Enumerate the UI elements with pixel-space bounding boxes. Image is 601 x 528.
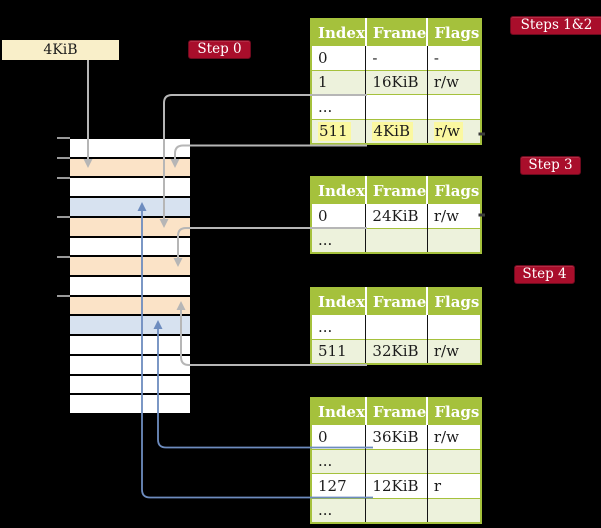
table-cell: ... <box>311 94 366 119</box>
table-header-cell: Flags <box>426 398 482 425</box>
memory-row-8-white <box>70 276 190 295</box>
table-row: 0-- <box>311 45 482 70</box>
table-header-cell: Index <box>311 177 366 204</box>
table-cell <box>426 448 482 474</box>
table-row: ... <box>311 497 482 523</box>
memory-row-13-white <box>70 375 190 394</box>
table-cell <box>426 497 482 523</box>
memory-tick <box>57 216 70 219</box>
table-row: ... <box>311 314 482 339</box>
table-cell: 16KiB <box>365 69 428 95</box>
table-header-cell: Frame <box>364 398 428 425</box>
table-header-cell: Index <box>311 19 366 46</box>
memory-row-2-orange <box>70 158 190 177</box>
table-cell: 0 <box>311 45 366 70</box>
badge-step-3: Step 3 <box>520 156 581 175</box>
table-cell: 32KiB <box>365 338 428 364</box>
table-header-cell: Frame <box>364 177 428 204</box>
table-cell <box>365 94 428 119</box>
badge-step-0: Step 0 <box>188 40 251 59</box>
memory-tick <box>57 157 70 160</box>
table-header-cell: Index <box>311 398 366 425</box>
table-row: ... <box>311 94 482 119</box>
badge-step-4: Step 4 <box>514 265 575 284</box>
table-row: ... <box>311 448 482 474</box>
table-cell: ... <box>311 448 366 474</box>
table-cell: 0 <box>311 203 366 228</box>
memory-row-4-blue <box>70 198 190 216</box>
memory-row-11-white <box>70 336 190 354</box>
table-cell: r/w <box>426 118 482 144</box>
arrow-l4-entry511-recursive <box>174 144 367 159</box>
table-cell <box>365 497 428 523</box>
memory-tick <box>57 177 70 179</box>
table-cell: 1 <box>311 69 366 95</box>
table-cell <box>365 314 428 339</box>
memory-row-7-orange <box>70 257 190 276</box>
table-cell: 511 <box>311 338 366 364</box>
table-cell: 511 <box>311 118 366 144</box>
table-header-cell: Frame <box>364 19 428 46</box>
memory-row-3-white <box>70 178 190 197</box>
memory-tick <box>57 255 70 258</box>
memory-row-1-white <box>70 138 190 157</box>
table-header-cell: Flags <box>426 19 482 46</box>
physical-memory-column <box>70 138 190 414</box>
badge-steps-1-2: Steps 1&2 <box>510 16 601 35</box>
table-header-cell: Frame <box>364 288 428 315</box>
table-cell: r/w <box>426 203 482 228</box>
memory-row-10-blue <box>70 316 190 335</box>
table-cell <box>426 314 482 339</box>
table-cell: 24KiB <box>365 203 428 228</box>
memory-row-14-white <box>70 395 190 414</box>
memory-row-12-white <box>70 355 190 374</box>
memory-tick <box>57 295 70 298</box>
table-cell <box>426 227 482 253</box>
table-cell: ... <box>311 314 366 339</box>
table-header-cell: Flags <box>426 177 482 204</box>
table-cell: 36KiB <box>365 424 428 449</box>
table-cell: 0 <box>311 424 366 449</box>
table-header-cell: Flags <box>426 288 482 315</box>
table-cell: ... <box>311 227 366 253</box>
cr3-frame-label: 4KiB <box>43 42 78 58</box>
table-cell: - <box>365 45 428 70</box>
table-cell: r/w <box>426 424 482 449</box>
table-cell <box>365 227 428 253</box>
table-row: ... <box>311 227 482 253</box>
table-cell <box>365 448 428 474</box>
memory-row-6-white <box>70 237 190 256</box>
table-cell: 4KiB <box>365 118 428 144</box>
memory-row-9-orange <box>70 296 190 315</box>
cr3-frame-label-box: 4KiB <box>2 40 119 60</box>
table-cell <box>426 94 482 119</box>
table-cell: 127 <box>311 473 366 498</box>
table-cell: ... <box>311 497 366 523</box>
table-cell: r/w <box>426 69 482 95</box>
memory-tick <box>57 137 70 140</box>
memory-row-5-orange <box>70 217 190 236</box>
table-header-cell: Index <box>311 288 366 315</box>
table-cell: r <box>426 473 482 498</box>
table-cell: - <box>426 45 482 70</box>
table-cell: r/w <box>426 338 482 364</box>
table-cell: 12KiB <box>365 473 428 498</box>
